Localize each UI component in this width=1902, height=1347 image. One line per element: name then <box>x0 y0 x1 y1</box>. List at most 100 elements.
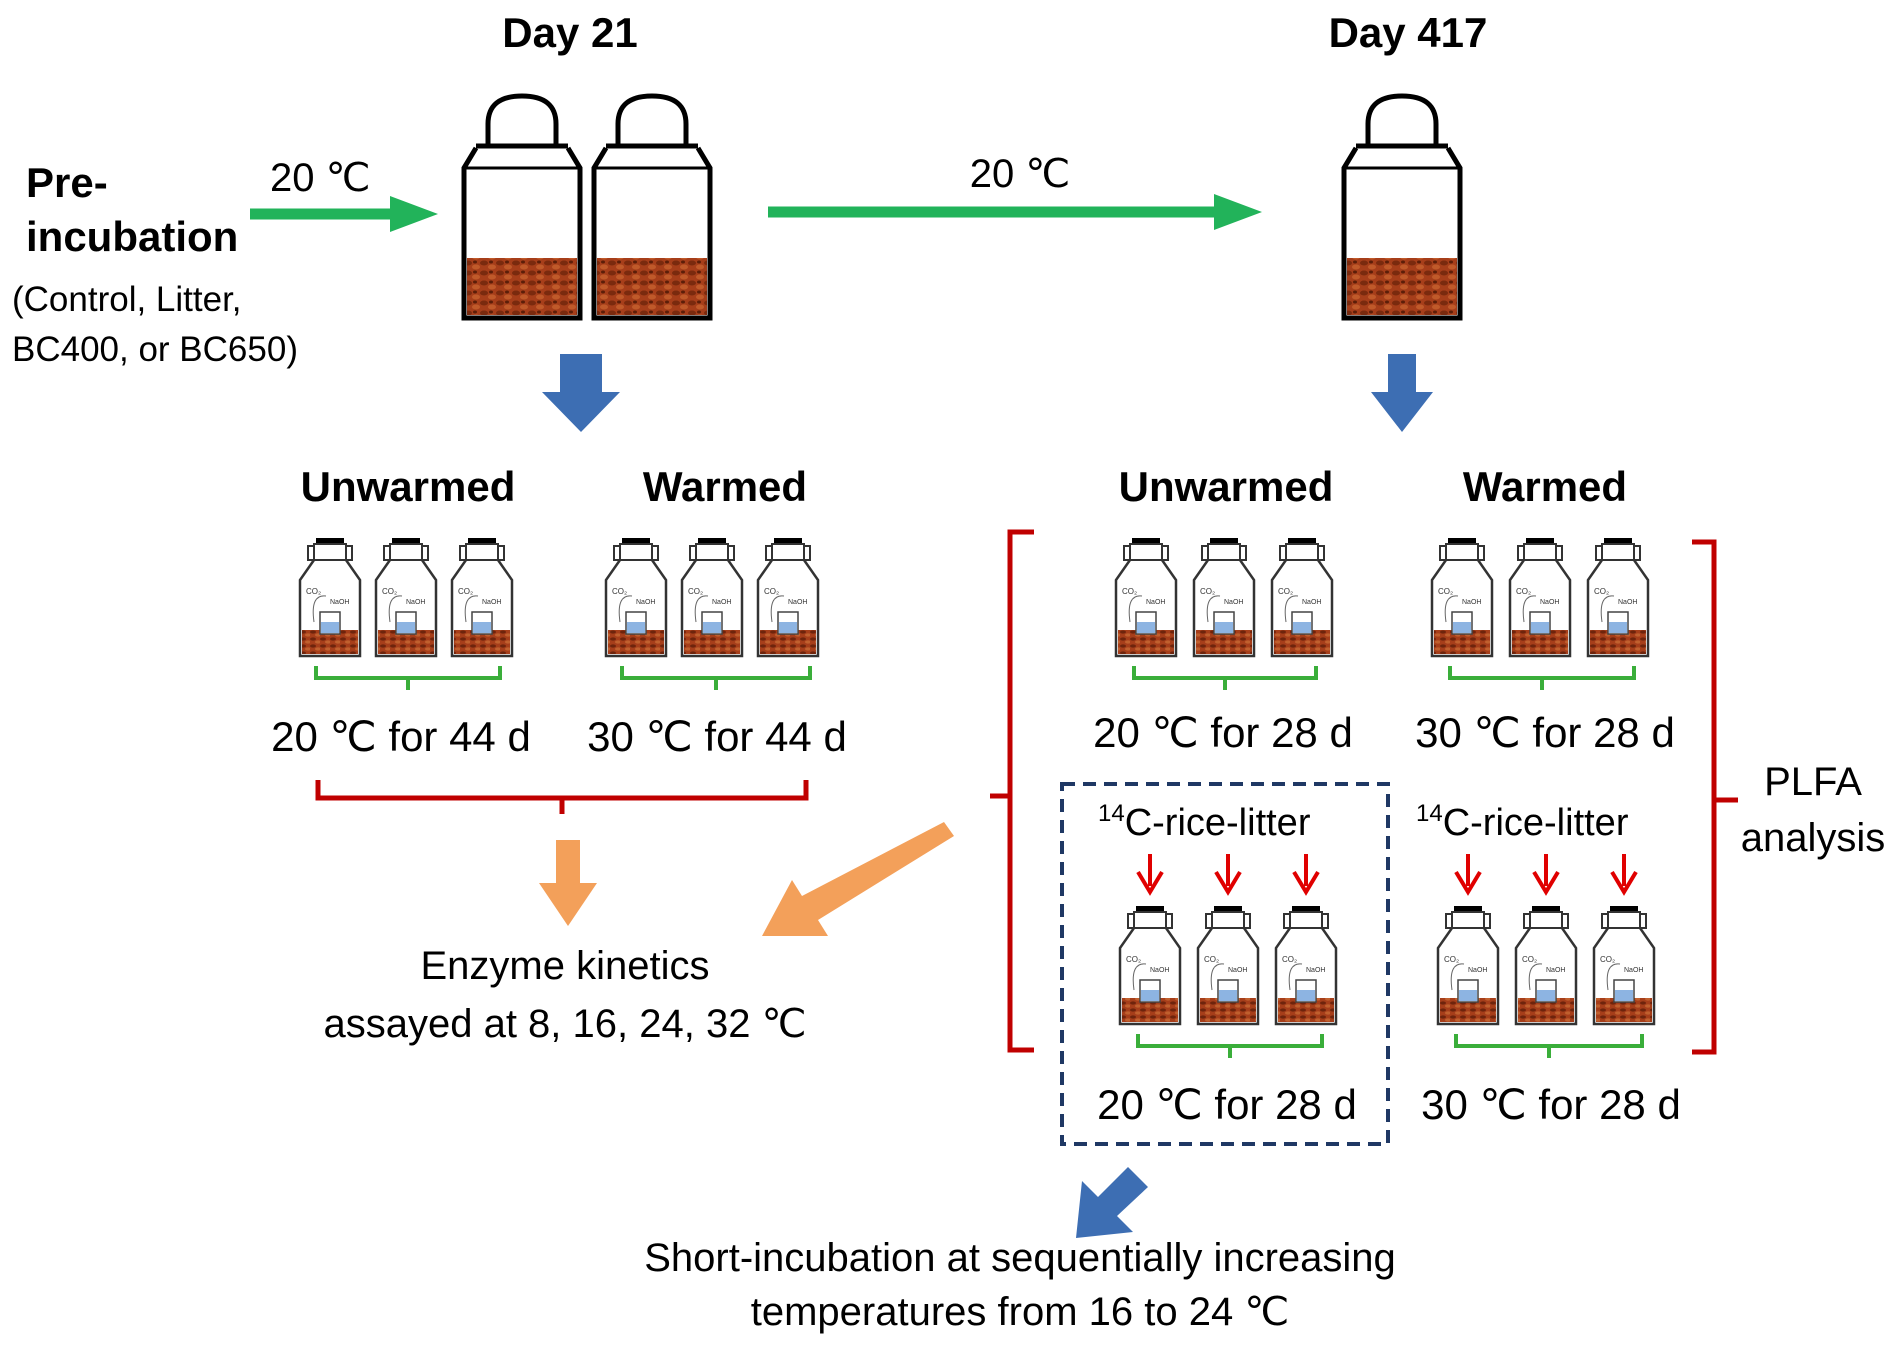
red-bracket-left-day417 <box>990 529 1034 1053</box>
rice-warmed-condition: 30 ℃ for 28 d <box>1421 1081 1681 1128</box>
rice-litter-label-warmed: 14C-rice-litter <box>1416 800 1629 844</box>
day417-unwarmed-condition: 20 ℃ for 28 d <box>1093 709 1353 756</box>
green-bracket-day417-unwarmed <box>1132 666 1318 690</box>
co2-label: CO₂ <box>764 587 779 596</box>
enzyme-kinetics-line2: assayed at 8, 16, 24, 32 ℃ <box>323 1002 807 1046</box>
naoh-label: NaOH <box>1150 967 1169 974</box>
blue-arrow-down-day417 <box>1371 354 1433 432</box>
naoh-label: NaOH <box>1618 599 1637 606</box>
co2-label: CO₂ <box>1600 955 1615 964</box>
treatments-label-line2: BC400, or BC650) <box>12 330 298 369</box>
co2-label: CO₂ <box>1204 955 1219 964</box>
co2-label: CO₂ <box>1522 955 1537 964</box>
co2-label: CO₂ <box>1126 955 1141 964</box>
flask-day417-unwarmed-3: CO₂ NaOH <box>1270 538 1334 658</box>
co2-label: CO₂ <box>306 587 321 596</box>
flasks-group: CO₂ NaOH CO₂ NaOH CO₂ NaOH CO₂ NaOH CO₂ NaOH CO₂ Na… <box>298 538 1656 1026</box>
green-bracket-day21-warmed <box>620 666 812 690</box>
short-incubation-line2: temperatures from 16 to 24 ℃ <box>750 1290 1290 1334</box>
naoh-label: NaOH <box>1540 599 1559 606</box>
flask-day417-unwarmed-1: CO₂ NaOH <box>1114 538 1178 658</box>
day21-warmed-heading: Warmed <box>642 463 808 510</box>
rice-litter-text: C-rice-litter <box>1442 802 1629 844</box>
co2-label: CO₂ <box>612 587 627 596</box>
blue-arrow-diagonal-short-incubation <box>1076 1167 1148 1238</box>
co2-label: CO₂ <box>1438 587 1453 596</box>
green-bracket-day21-unwarmed <box>314 666 502 690</box>
day417-warmed-heading: Warmed <box>1462 463 1628 510</box>
treatments-label-line1: (Control, Litter, <box>12 280 242 319</box>
flask-day21-warmed-1: CO₂ NaOH <box>604 538 668 658</box>
flask-rice-unwarmed-2: CO₂ NaOH <box>1196 906 1260 1026</box>
co2-label: CO₂ <box>688 587 703 596</box>
rice-litter-superscript: 14 <box>1416 800 1443 827</box>
flask-day21-warmed-2: CO₂ NaOH <box>680 538 744 658</box>
co2-label: CO₂ <box>1122 587 1137 596</box>
green-arrow-day21-to-day417 <box>768 194 1262 230</box>
preincubation-label-line2: incubation <box>26 213 239 260</box>
green-bracket-day417-warmed <box>1448 666 1636 690</box>
rice-unwarmed-condition: 20 ℃ for 28 d <box>1097 1081 1357 1128</box>
preincubation-label-line1: Pre- <box>26 159 108 206</box>
co2-label: CO₂ <box>1278 587 1293 596</box>
orange-arrow-down-enzyme <box>539 840 597 926</box>
naoh-label: NaOH <box>1228 967 1247 974</box>
naoh-label: NaOH <box>1302 599 1321 606</box>
red-arrow-14c-1 <box>1136 854 1164 896</box>
bottle-day21-1 <box>461 93 583 321</box>
naoh-label: NaOH <box>788 599 807 606</box>
naoh-label: NaOH <box>330 599 349 606</box>
rice-litter-text: C-rice-litter <box>1124 802 1311 844</box>
blue-arrow-down-day21 <box>542 354 620 432</box>
red-bracket-day21 <box>315 780 809 814</box>
co2-label: CO₂ <box>1282 955 1297 964</box>
red-arrow-14c-3 <box>1292 854 1320 896</box>
co2-label: CO₂ <box>1594 587 1609 596</box>
co2-label: CO₂ <box>1444 955 1459 964</box>
temp-label-day21-to-day417: 20 ℃ <box>969 152 1071 196</box>
rice-litter-label-unwarmed: 14C-rice-litter <box>1098 802 1311 844</box>
naoh-label: NaOH <box>1624 967 1643 974</box>
bottle-day417 <box>1341 93 1463 321</box>
co2-label: CO₂ <box>382 587 397 596</box>
naoh-label: NaOH <box>636 599 655 606</box>
day21-unwarmed-condition: 20 ℃ for 44 d <box>271 713 531 760</box>
naoh-label: NaOH <box>406 599 425 606</box>
plfa-label-line1: PLFA <box>1764 760 1862 804</box>
naoh-label: NaOH <box>712 599 731 606</box>
red-arrow-14c-6 <box>1610 854 1638 896</box>
day21-warmed-condition: 30 ℃ for 44 d <box>587 713 847 760</box>
bottle-day21-2 <box>591 93 713 321</box>
green-bracket-rice-unwarmed <box>1136 1034 1324 1058</box>
orange-arrow-diagonal-enzyme <box>762 822 954 936</box>
naoh-label: NaOH <box>1146 599 1165 606</box>
red-arrows-14c-addition <box>1136 854 1638 896</box>
soil-fill <box>597 258 707 315</box>
flask-day21-warmed-3: CO₂ NaOH <box>756 538 820 658</box>
flask-rice-unwarmed-1: CO₂ NaOH <box>1118 906 1182 1026</box>
day417-unwarmed-heading: Unwarmed <box>1118 463 1334 510</box>
day-21-label: Day 21 <box>502 9 638 56</box>
bottles-group <box>461 93 1463 321</box>
day417-warmed-condition: 30 ℃ for 28 d <box>1415 709 1675 756</box>
co2-label: CO₂ <box>1200 587 1215 596</box>
soil-fill <box>467 258 577 315</box>
red-arrow-14c-2 <box>1214 854 1242 896</box>
day21-unwarmed-heading: Unwarmed <box>300 463 516 510</box>
soil-fill <box>1347 258 1457 315</box>
plfa-label-line2: analysis <box>1740 816 1886 860</box>
flask-day417-warmed-3: CO₂ NaOH <box>1586 538 1650 658</box>
naoh-label: NaOH <box>1546 967 1565 974</box>
green-arrow-preincubation <box>250 196 438 232</box>
flask-day21-unwarmed-1: CO₂ NaOH <box>298 538 362 658</box>
green-bracket-rice-warmed <box>1454 1034 1644 1058</box>
day-417-label: Day 417 <box>1328 9 1488 56</box>
